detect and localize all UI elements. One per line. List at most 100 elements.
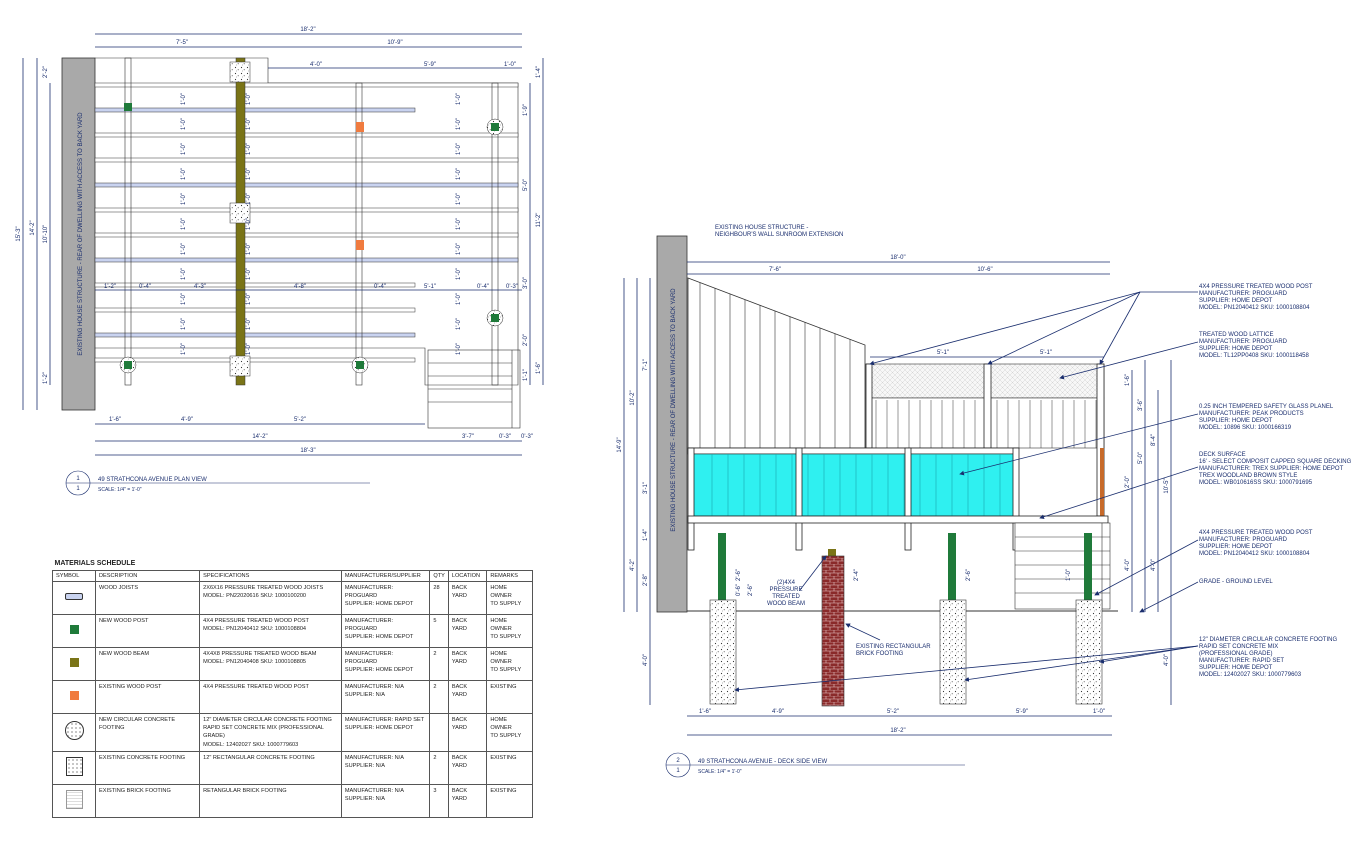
- plan-spacing-label: 1'-0": [246, 318, 252, 330]
- side-rail-slats: [875, 400, 1097, 448]
- schedule-qty: 2: [429, 647, 449, 682]
- plan-new-post: [491, 314, 499, 322]
- plan-title: 49 STRATHCONA AVENUE PLAN VIEW: [98, 477, 207, 483]
- callout-line: 16' - SELECT COMPOSIT CAPPED SQUARE DECK…: [1199, 459, 1352, 465]
- side-post-dim: 2'-6": [736, 569, 742, 581]
- schedule-header: MANUFACTURER/SUPPLIER: [340, 570, 431, 583]
- schedule-header: SPECIFICATIONS: [199, 570, 342, 583]
- side-post-dim: 2'-6": [966, 569, 972, 581]
- plan-spacing-label: 1'-0": [181, 318, 187, 330]
- plan-spacing-label: 1'-0": [456, 93, 462, 105]
- side-glass-lines: [711, 454, 1001, 516]
- side-dim-left: 14'-9": [617, 437, 623, 452]
- plan-joist: [94, 207, 519, 213]
- plan-concrete-footing: [229, 202, 251, 224]
- schedule-description: NEW CIRCULAR CONCRETE FOOTING: [94, 713, 201, 752]
- plan-spacing-label: 1'-0": [456, 318, 462, 330]
- callout-line: MANUFACTURER: PROGUARD: [1199, 537, 1288, 543]
- mfr-line: SUPPLIER: HOME DEPOT: [344, 725, 414, 732]
- plan-spacing-label: 1'-0": [456, 268, 462, 280]
- spec-line: RAPID SET CONCRETE MIX (PROFESSIONAL GRA…: [203, 725, 324, 740]
- callout-line: SUPPLIER: HOME DEPOT: [1199, 346, 1273, 352]
- side-post: [795, 447, 803, 551]
- side-new-post: [1084, 533, 1092, 601]
- spec-line: MODEL: PN22020616 SKU: 1000100200: [203, 593, 307, 600]
- callout-line: 12" DIAMETER CIRCULAR CONCRETE FOOTING: [1199, 637, 1337, 643]
- schedule-remarks: EXISTING: [486, 750, 533, 785]
- mfr-line: SUPPLIER: N/A: [344, 795, 385, 802]
- callout-footing: 12" DIAMETER CIRCULAR CONCRETE FOOTING R…: [1199, 637, 1337, 678]
- concrete-footing-icon: [65, 756, 83, 776]
- plan-spacing-label: 1'-0": [246, 143, 252, 155]
- side-dim-right: 4'-0": [1125, 559, 1131, 571]
- remarks-line: HOME OWNER: [490, 618, 512, 633]
- callout-line: MODEL: TL12PP0408 SKU: 1000118458: [1199, 353, 1310, 359]
- side-dim-right: 2'-0": [1125, 476, 1131, 488]
- plan-concrete-footing: [229, 61, 251, 83]
- plan-dim-bottom: 5'-2": [294, 417, 306, 423]
- schedule-location: BACK YARD: [447, 614, 488, 649]
- side-title-number: 2: [676, 758, 680, 764]
- joist-icon: [65, 593, 83, 601]
- plan-dim-mid: 1'-2": [104, 284, 116, 290]
- side-dim-top: 5'-1": [1040, 350, 1052, 356]
- side-post: [687, 447, 695, 551]
- schedule-header: LOCATION: [447, 570, 488, 583]
- plan-dim-mid: 0'-3": [506, 284, 518, 290]
- remarks-line: HOME OWNER: [490, 651, 512, 666]
- schedule-description: NEW WOOD BEAM: [94, 647, 201, 682]
- spec-line: 2X6X16 PRESSURE TREATED WOOD JOISTS: [203, 585, 324, 592]
- plan-spacing-label: 1'-0": [181, 268, 187, 280]
- schedule-description: WOOD JOISTS: [94, 581, 201, 616]
- brick-footing-icon: [65, 789, 83, 809]
- plan-joist: [94, 357, 416, 363]
- plan-spacing-label: 1'-0": [246, 168, 252, 180]
- plan-dim-bottom: 1'-6": [109, 417, 121, 423]
- remarks-line: HOME OWNER: [490, 717, 512, 732]
- plan-spacing-label: 1'-0": [181, 118, 187, 130]
- plan-dim-top: 4'-0": [310, 62, 322, 68]
- side-dim-left: 3'-1": [643, 482, 649, 494]
- callout-post-top: 4X4 PRESSURE TREATED WOOD POST MANUFACTU…: [1199, 284, 1313, 311]
- plan-joist: [94, 132, 519, 138]
- side-dim-left: 10'-2": [630, 390, 636, 405]
- plan-dim-bottom: 0'-3": [499, 434, 511, 440]
- callout-line: MANUFACTURER: PROGUARD: [1199, 291, 1288, 297]
- plan-spacing-label: 1'-0": [456, 168, 462, 180]
- callout-line: 0.25 INCH TEMPERED SAFETY GLASS PLANEL: [1199, 404, 1334, 410]
- side-dim-right: 1'-6": [1125, 374, 1131, 386]
- mfr-line: MANUFACTURER: N/A: [344, 754, 404, 761]
- plan-spacing-label: 1'-0": [246, 343, 252, 355]
- callout-glass: 0.25 INCH TEMPERED SAFETY GLASS PLANEL M…: [1199, 404, 1334, 431]
- plan-spacing-label: 1'-0": [456, 293, 462, 305]
- plan-new-post: [356, 361, 364, 369]
- callout-line: MODEL: 12402027 SKU: 1000779603: [1199, 672, 1302, 678]
- schedule-qty: 2: [429, 680, 449, 715]
- side-stair-rail: [1100, 448, 1104, 516]
- plan-dim-bottom: 18'-3": [300, 448, 315, 454]
- schedule-spec: 12" RECTANGULAR CONCRETE FOOTING: [199, 750, 342, 785]
- schedule-symbol: [52, 713, 96, 752]
- spec-line: MODEL: 12402027 SKU: 1000779603: [203, 741, 299, 748]
- plan-spacing-label: 1'-0": [246, 218, 252, 230]
- schedule-location: BACK YARD: [447, 783, 488, 818]
- plan-spacing-label: 1'-0": [181, 93, 187, 105]
- plan-dim-left: 2'-2": [43, 66, 49, 78]
- side-dim-right: 4'-0": [1164, 654, 1170, 666]
- schedule-location: BACK YARD: [447, 680, 488, 715]
- mfr-line: MANUFACTURER: RAPID SET: [344, 717, 425, 724]
- spec-line: 4X4 PRESSURE TREATED WOOD POST: [203, 618, 309, 625]
- callout-line: MANUFACTURER: PROGUARD: [1199, 339, 1288, 345]
- plan-scale: SCALE: 1/4" = 1'-0": [98, 487, 142, 493]
- plan-dim-right: 1'-9": [523, 104, 529, 116]
- remarks-line: TO SUPPLY: [490, 733, 522, 740]
- schedule-symbol: [52, 614, 96, 649]
- side-dim-left: 2'-8": [643, 574, 649, 586]
